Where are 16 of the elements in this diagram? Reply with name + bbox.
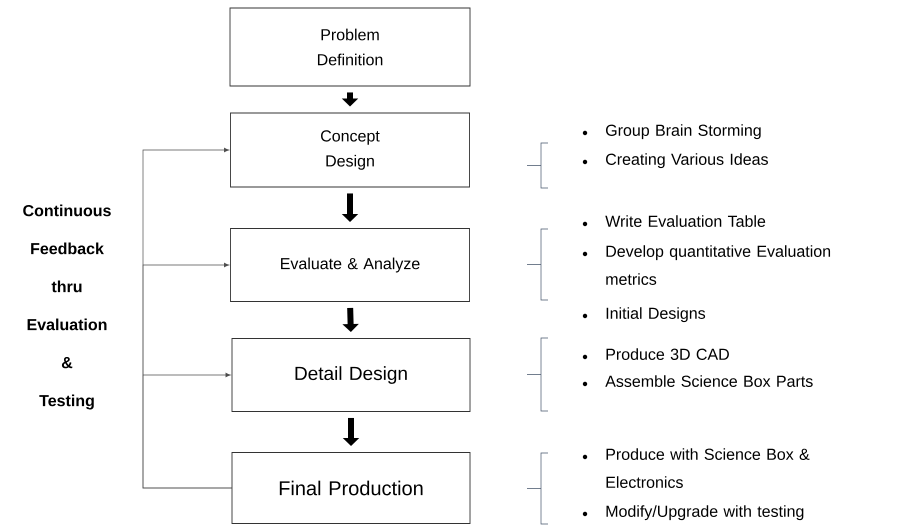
process-box: Concept Design <box>230 112 470 188</box>
bullet-item: Write Evaluation Table <box>605 215 766 227</box>
bullet-item: Produce with Science Box & Electronics <box>606 448 810 488</box>
process-box: Evaluate & Analyze <box>230 228 470 302</box>
bullet-item: Produce 3D CAD <box>606 348 729 360</box>
process-box: Problem Definition <box>230 8 470 86</box>
feedback-arrow <box>142 372 232 488</box>
bullet-item: Develop quantitative Evaluation metrics <box>606 245 830 285</box>
process-box: Final Production <box>232 452 470 524</box>
process-box: Detail Design <box>232 338 470 412</box>
bullet-item: Initial Designs <box>606 307 706 322</box>
bullet-item: Group Brain Storming <box>606 124 761 140</box>
bullet-item: Assemble Science Box Parts <box>605 375 813 387</box>
side-label: Continuous Feedback thru Evaluation & Testing <box>23 204 111 410</box>
bullet-item: Creating Various Ideas <box>606 153 768 168</box>
bullet-item: Modify/Upgrade with testing <box>606 505 804 520</box>
